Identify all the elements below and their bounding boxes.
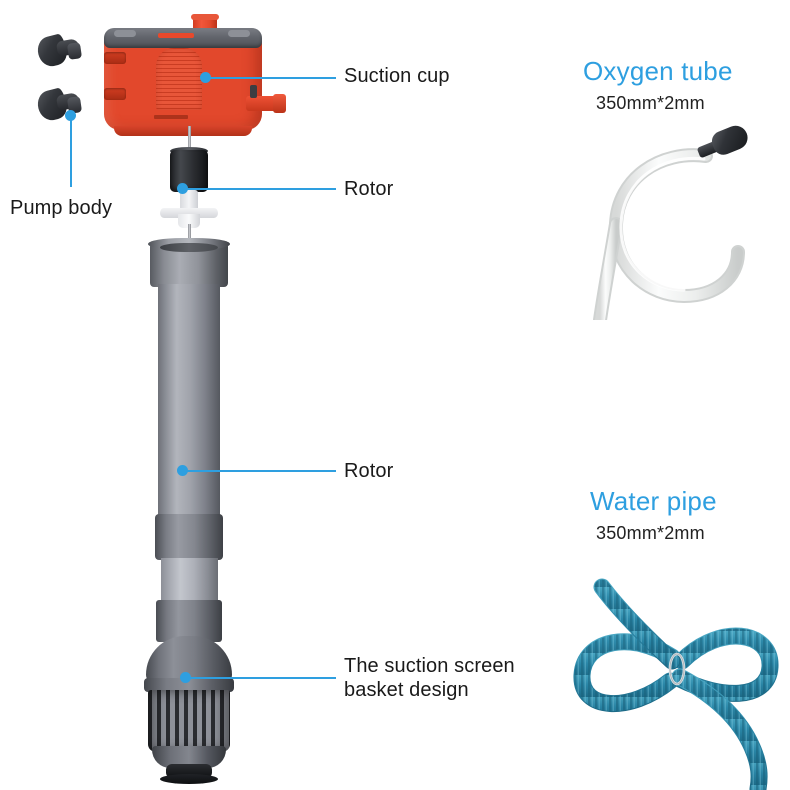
impeller-hub (178, 214, 200, 228)
pump-cap-slot (158, 33, 194, 38)
callout-label-rotor-shaft: Rotor (344, 460, 394, 482)
suction-cup-head-icon (66, 42, 83, 60)
pump-bracket-lower (104, 88, 126, 100)
leader-dot-rotor-shaft (177, 465, 188, 476)
basket-foot-rim (160, 774, 218, 784)
pump-molded-text (154, 115, 188, 119)
pump-bottom-lip (114, 126, 252, 136)
leader-dot-rotor-top (177, 183, 188, 194)
leader-line-rotor-top (183, 188, 336, 190)
pump-cap-notch-left (114, 30, 136, 37)
callout-label-screen-basket: The suction screen basket design (344, 655, 515, 702)
pump-side-nozzle-tip (273, 94, 286, 113)
leader-dot-screen-basket (180, 672, 191, 683)
basket-end-cap (152, 746, 226, 768)
leader-line-pump-body (70, 115, 72, 187)
callout-label-pump-body: Pump body (10, 197, 113, 219)
pump-top-cap (104, 28, 262, 48)
basket-band (144, 678, 234, 692)
callout-label-suction-cup: Suction cup (344, 65, 450, 87)
oxygen-tube-illustration (588, 120, 778, 320)
pump-cap-notch-right (228, 30, 250, 37)
leader-line-suction-cup (206, 77, 336, 79)
rotor-magnet (170, 150, 208, 192)
leader-dot-pump-body (65, 110, 76, 121)
impeller-vanes (160, 208, 218, 218)
leader-line-screen-basket (186, 677, 336, 679)
panel-title-oxygen-tube: Oxygen tube (583, 56, 733, 86)
suction-cup-part-upper (34, 33, 83, 69)
pump-bracket-upper (104, 52, 126, 64)
intake-tube-lower (161, 558, 218, 606)
leader-dot-suction-cup (200, 72, 211, 83)
panel-spec-water-pipe: 350mm*2mm (596, 523, 705, 543)
tube-middle-joint (155, 514, 223, 560)
water-pipe-svg (573, 578, 779, 790)
rotor-shaft-lower (188, 224, 191, 250)
tube-top-collar-inner (160, 243, 218, 252)
pump-head-assembly (100, 14, 286, 136)
basket-slotted-cage (148, 690, 230, 752)
rotor-shaft-upper (188, 126, 191, 152)
water-pipe-illustration (560, 565, 790, 790)
panel-title-water-pipe: Water pipe (590, 486, 717, 516)
panel-spec-oxygen-tube: 350mm*2mm (596, 93, 705, 113)
oxygen-tube-svg (593, 148, 745, 320)
pump-air-valve-stub (250, 85, 257, 98)
intake-tube-upper (158, 284, 220, 524)
leader-line-rotor-shaft (183, 470, 336, 472)
pump-side-nozzle (246, 96, 280, 111)
callout-label-rotor-top: Rotor (344, 178, 394, 200)
impeller-neck (180, 190, 198, 212)
pump-rib-panel (156, 48, 202, 110)
pump-outlet-lip (191, 14, 219, 20)
tube-lower-joint (156, 600, 222, 642)
